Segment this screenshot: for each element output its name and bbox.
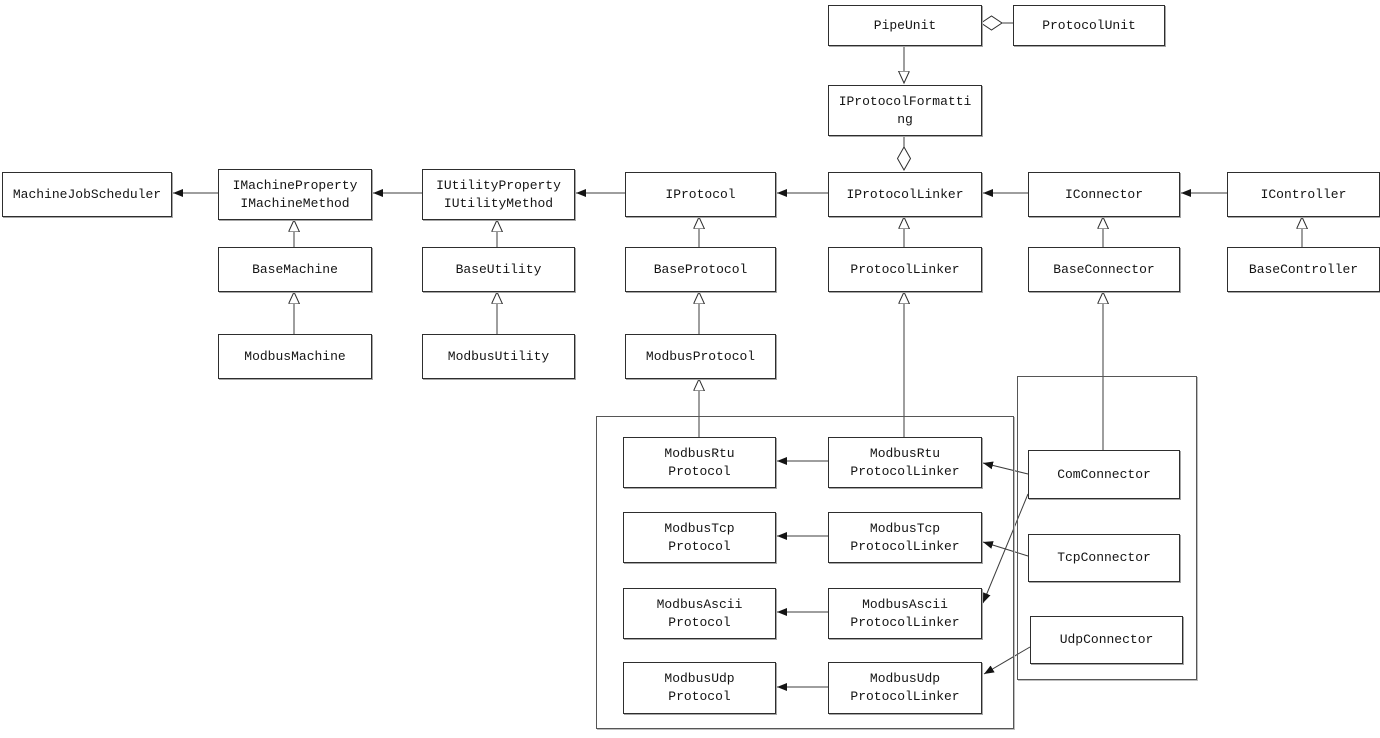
class-box-modbustcpprotocol: ModbusTcp Protocol <box>623 512 776 563</box>
class-box-modbusasciiprotocol: ModbusAscii Protocol <box>623 588 776 639</box>
class-box-baseconnector: BaseConnector <box>1028 247 1180 292</box>
class-label-line2: ProtocolLinker <box>850 463 960 479</box>
class-box-modbusudpprotocollinker: ModbusUdp ProtocolLinker <box>828 662 982 714</box>
class-label: IController <box>1260 186 1347 202</box>
aggregation-diamond-pipeunit <box>980 15 1003 31</box>
class-label: TcpConnector <box>1057 550 1151 565</box>
class-label: BaseConnector <box>1053 261 1155 277</box>
class-label: ModbusMachine <box>244 348 346 364</box>
class-box-basemachine: BaseMachine <box>218 247 372 292</box>
class-label-line1: ModbusUdp <box>664 671 735 686</box>
class-label-line1: ModbusRtu <box>664 445 735 461</box>
class-box-tcpconnector: TcpConnector <box>1028 534 1180 582</box>
class-box-modbusrtuprotocol: ModbusRtu Protocol <box>623 437 776 488</box>
class-label: MachineJobScheduler <box>12 186 162 202</box>
class-label-line1: ModbusAscii <box>862 596 948 612</box>
class-label-line1: IProtocolFormatti <box>838 93 972 109</box>
edge-tcpconnector-to-tcplinker <box>982 541 1029 557</box>
edge-udpconnector-to-udplinker <box>983 646 1031 675</box>
class-box-baseprotocol: BaseProtocol <box>625 247 776 292</box>
class-label-line2: Protocol <box>668 538 731 554</box>
class-label: UdpConnector <box>1059 632 1154 647</box>
class-box-modbustcpprotocollinker: ModbusTcp ProtocolLinker <box>828 512 982 563</box>
class-label: IProtocolLinker <box>846 186 964 202</box>
class-box-basecontroller: BaseController <box>1227 247 1380 292</box>
class-box-iprotocollinker: IProtocolLinker <box>828 172 982 217</box>
class-box-modbusmachine: ModbusMachine <box>218 334 372 379</box>
class-label-line1: IUtilityProperty <box>436 177 561 193</box>
class-label-line2: Protocol <box>668 463 731 479</box>
class-label: IConnector <box>1064 186 1143 202</box>
class-label-line2: ng <box>897 111 913 127</box>
class-label: ModbusProtocol <box>645 348 756 364</box>
class-label: BaseUtility <box>455 261 542 277</box>
class-label-line1: ModbusRtu <box>869 445 941 461</box>
class-label-line2: ProtocolLinker <box>850 538 960 554</box>
class-label: ProtocolLinker <box>850 261 960 277</box>
class-box-icontroller: IController <box>1227 172 1380 217</box>
group-connector-family <box>1017 376 1197 680</box>
class-label-line1: IMachineProperty <box>232 177 358 193</box>
class-box-modbusprotocol: ModbusProtocol <box>625 334 776 379</box>
class-label: BaseController <box>1248 261 1359 277</box>
class-label: ProtocolUnit <box>1042 17 1136 33</box>
class-label-line2: Protocol <box>668 689 731 704</box>
class-label-line2: ProtocolLinker <box>850 614 960 630</box>
class-box-imachine: IMachineProperty IMachineMethod <box>218 169 372 220</box>
class-label: ComConnector <box>1057 466 1151 482</box>
class-box-modbusudpprotocol: ModbusUdp Protocol <box>623 662 776 714</box>
class-label: PipeUnit <box>873 17 937 33</box>
class-label-line2: ProtocolLinker <box>850 689 960 704</box>
class-box-comconnector: ComConnector <box>1028 450 1180 499</box>
class-box-protocollinker: ProtocolLinker <box>828 247 982 292</box>
group-modbus-protocol-family <box>596 416 1014 729</box>
class-box-iconnector: IConnector <box>1028 172 1180 217</box>
class-label: IProtocol <box>665 186 736 202</box>
class-label-line1: ModbusTcp <box>869 520 941 536</box>
class-box-iutility: IUtilityProperty IUtilityMethod <box>422 169 575 220</box>
class-box-iprotocolformatting: IProtocolFormatti ng <box>828 85 982 136</box>
class-box-pipeunit: PipeUnit <box>828 5 982 46</box>
class-box-protocolunit: ProtocolUnit <box>1013 5 1165 46</box>
edge-comconnector-to-rtulinker <box>982 461 1029 475</box>
class-box-iprotocol: IProtocol <box>625 172 776 217</box>
class-box-modbusutility: ModbusUtility <box>422 334 575 379</box>
class-label-line1: ModbusTcp <box>664 520 735 536</box>
class-box-modbusrtuprotocollinker: ModbusRtu ProtocolLinker <box>828 437 982 488</box>
class-label-line2: IUtilityMethod <box>443 195 554 211</box>
class-box-modbusasciiprotocollinker: ModbusAscii ProtocolLinker <box>828 588 982 639</box>
class-label-line1: ModbusAscii <box>656 596 743 612</box>
class-box-udpconnector: UdpConnector <box>1030 616 1183 664</box>
aggregation-diamond-iprotocolformatting <box>896 145 912 172</box>
class-label: ModbusUtility <box>447 348 550 364</box>
class-label: BaseMachine <box>252 261 338 277</box>
class-box-machinejobscheduler: MachineJobScheduler <box>2 172 172 217</box>
class-box-baseutility: BaseUtility <box>422 247 575 292</box>
class-label-line2: Protocol <box>668 614 731 630</box>
class-label-line1: ModbusUdp <box>869 671 941 686</box>
class-label: BaseProtocol <box>653 261 748 277</box>
class-label-line2: IMachineMethod <box>240 195 350 211</box>
